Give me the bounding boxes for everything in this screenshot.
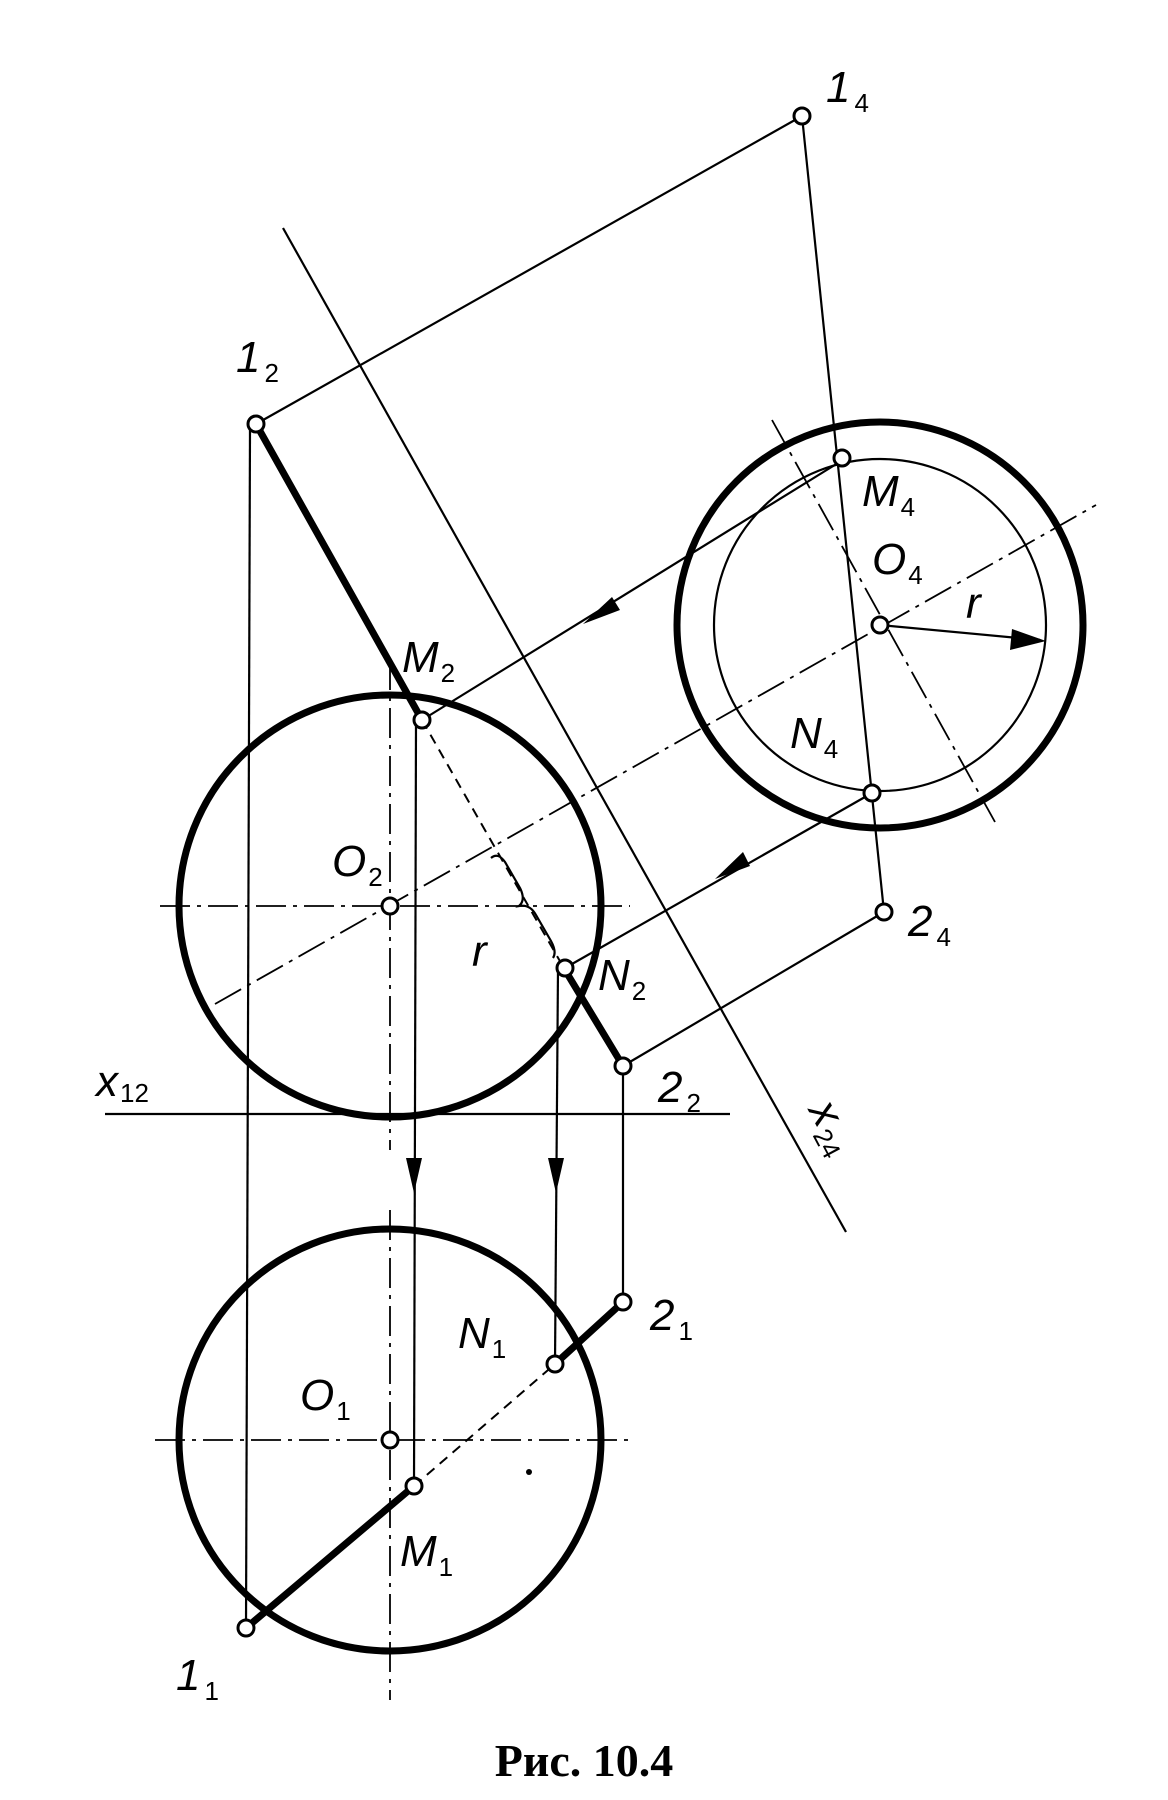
- point-m2: [412, 710, 432, 730]
- point-n2: [555, 958, 575, 978]
- point-m1: [404, 1476, 424, 1496]
- point-1-4: [792, 106, 812, 126]
- point-markers: [236, 106, 894, 1638]
- link-n2-to-n4: [571, 792, 873, 965]
- label-n2: N2: [598, 951, 646, 1006]
- point-n4: [862, 783, 882, 803]
- label-o2: O2: [332, 837, 383, 892]
- link-m2-to-m4: [421, 462, 839, 721]
- arrowhead-n-projection: [548, 1158, 564, 1193]
- radius-brace: [490, 854, 556, 959]
- segment-n2-to-2-2: [561, 966, 627, 1070]
- label-n1: N1: [458, 1309, 506, 1364]
- figure-caption: Рис. 10.4: [495, 1735, 674, 1786]
- link-2-2-to-2-4: [622, 911, 885, 1067]
- label-n4: N4: [790, 709, 838, 764]
- segment-1-1-to-m1: [242, 1482, 418, 1632]
- arrowhead-m-link: [583, 597, 620, 624]
- point-1-1: [236, 1618, 256, 1638]
- axis-x24-line: [282, 227, 847, 1233]
- link-1-2-to-1-4: [255, 115, 803, 425]
- label-x24: x24: [795, 1090, 868, 1163]
- label-x12: x12: [94, 1057, 149, 1108]
- arrowhead-n-link: [715, 852, 750, 879]
- label-o1: O1: [300, 1371, 351, 1426]
- point-o1: [380, 1430, 400, 1450]
- projection-m-vertical: [412, 721, 418, 1487]
- point-o4: [870, 615, 890, 635]
- centerline-o4-along: [214, 504, 1097, 1005]
- label-o4: O4: [872, 535, 923, 590]
- circle-view-4-outer: [673, 418, 1087, 832]
- hidden-segment-m2-n2: [421, 719, 566, 971]
- segment-n1-to-2-1: [551, 1298, 627, 1368]
- point-n1: [545, 1354, 565, 1374]
- line-1-4-to-2-4: [800, 115, 886, 913]
- point-2-4: [874, 902, 894, 922]
- projection-1-vertical: [244, 427, 252, 1629]
- point-m4: [832, 448, 852, 468]
- speck-dot: [526, 1469, 532, 1475]
- point-2-2: [613, 1056, 633, 1076]
- label-radius-r-view-4: r: [966, 579, 983, 628]
- label-m1: M1: [400, 1527, 453, 1582]
- radius-arrow-head: [1010, 629, 1046, 650]
- label-radius-r-view-2: r: [472, 927, 489, 976]
- point-1-2: [246, 414, 266, 434]
- point-2-1: [613, 1292, 633, 1312]
- hidden-segment-m1-n1: [413, 1363, 556, 1487]
- segment-1-2-to-m2: [252, 420, 426, 724]
- arrowhead-m-projection: [406, 1158, 422, 1193]
- point-o2: [380, 896, 400, 916]
- label-m2: M2: [402, 633, 455, 688]
- label-m4: M4: [862, 467, 915, 522]
